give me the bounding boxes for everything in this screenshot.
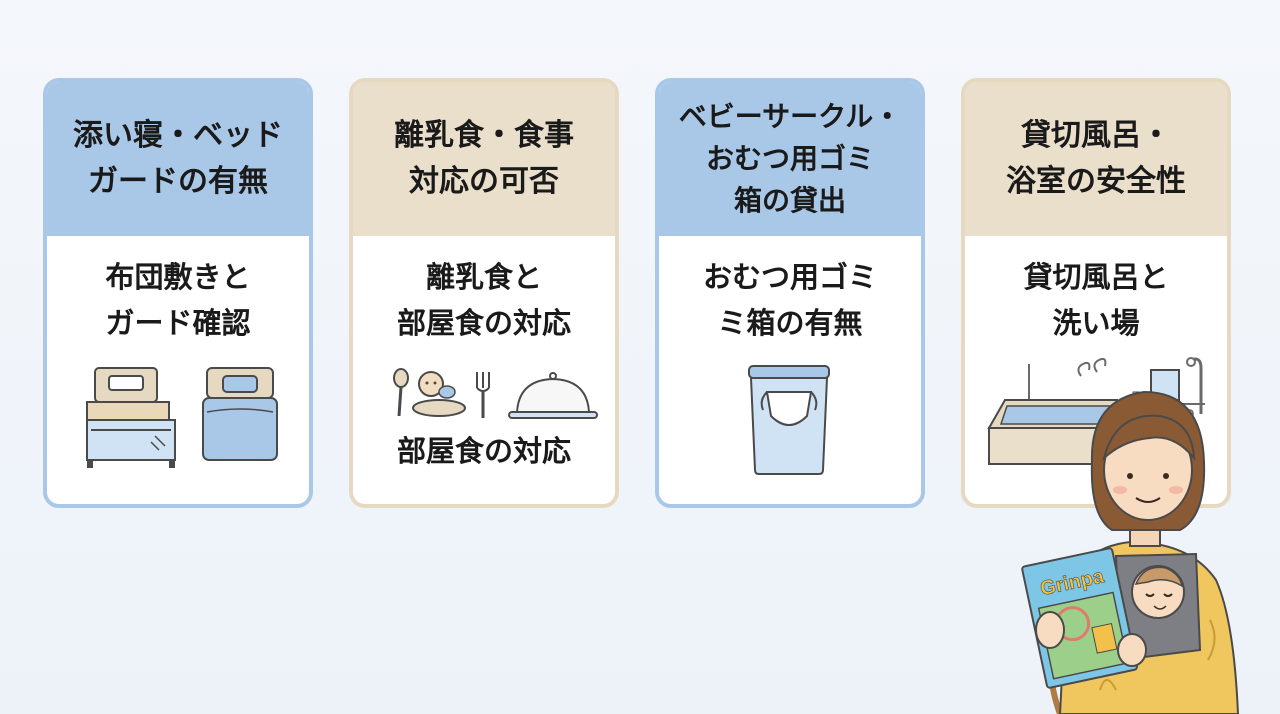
- card-subtitle: 離乳食と 部屋食の対応: [353, 254, 615, 346]
- card-title-line: 添い寝・ベッド: [73, 118, 283, 153]
- card-subtitle-line: 貸切風呂と: [1023, 260, 1169, 294]
- card-header: 添い寝・ベッド ガードの有無: [47, 82, 309, 236]
- card-subtitle: 貸切風呂と 洗い場: [965, 254, 1227, 346]
- card-title-line: ガードの有無: [88, 164, 268, 199]
- mother-with-baby-reading-icon: Grinpa: [1021, 390, 1240, 714]
- card-subtitle-line: 部屋食の対応: [396, 306, 571, 340]
- card-title-line: 対応の可否: [409, 164, 559, 199]
- card-title-line: おむつ用ゴミ: [705, 142, 874, 175]
- card-subtitle-line: ガード確認: [105, 306, 251, 340]
- card-title-line: 浴室の安全性: [1006, 164, 1186, 199]
- card-subtitle-line: ミ箱の有無: [717, 306, 863, 340]
- card-subtitle: おむつ用ゴミ ミ箱の有無: [659, 254, 921, 346]
- card-subtitle: 布団敷きと ガード確認: [47, 254, 309, 346]
- card-subtitle-line: 離乳食と: [425, 260, 542, 294]
- card-title-line: 貸切風呂・: [1021, 118, 1171, 153]
- card-subtitle-line: おむつ用ゴミ: [702, 260, 877, 294]
- card-title-line: 離乳食・食事: [394, 118, 574, 153]
- card-baby-food: 離乳食・食事 対応の可否 離乳食と 部屋食の対応 部屋食の対応: [349, 78, 619, 508]
- diaper-bin-icon: [748, 365, 830, 475]
- beds-icon: [86, 367, 278, 468]
- bathtub-icon: [987, 357, 1205, 465]
- card-header: 離乳食・食事 対応の可否: [353, 82, 615, 236]
- card-title-line: 箱の貸出: [733, 184, 846, 217]
- card-subtitle-line: 洗い場: [1052, 306, 1140, 340]
- card-co-sleeping: 添い寝・ベッド ガードの有無 布団敷きと ガード確認: [43, 78, 313, 508]
- card-header: 貸切風呂・ 浴室の安全性: [965, 82, 1227, 236]
- card-title-line: ベビーサークル・: [678, 100, 902, 133]
- card-baby-circle-diaper-bin: ベビーサークル・ おむつ用ゴミ 箱の貸出 おむつ用ゴミ ミ箱の有無: [655, 78, 925, 508]
- baby-food-and-cloche-icon: [393, 368, 598, 419]
- card-header: ベビーサークル・ おむつ用ゴミ 箱の貸出: [659, 82, 921, 236]
- card-caption: 部屋食の対応: [396, 434, 571, 468]
- card-subtitle-line: 布団敷きと: [105, 260, 251, 294]
